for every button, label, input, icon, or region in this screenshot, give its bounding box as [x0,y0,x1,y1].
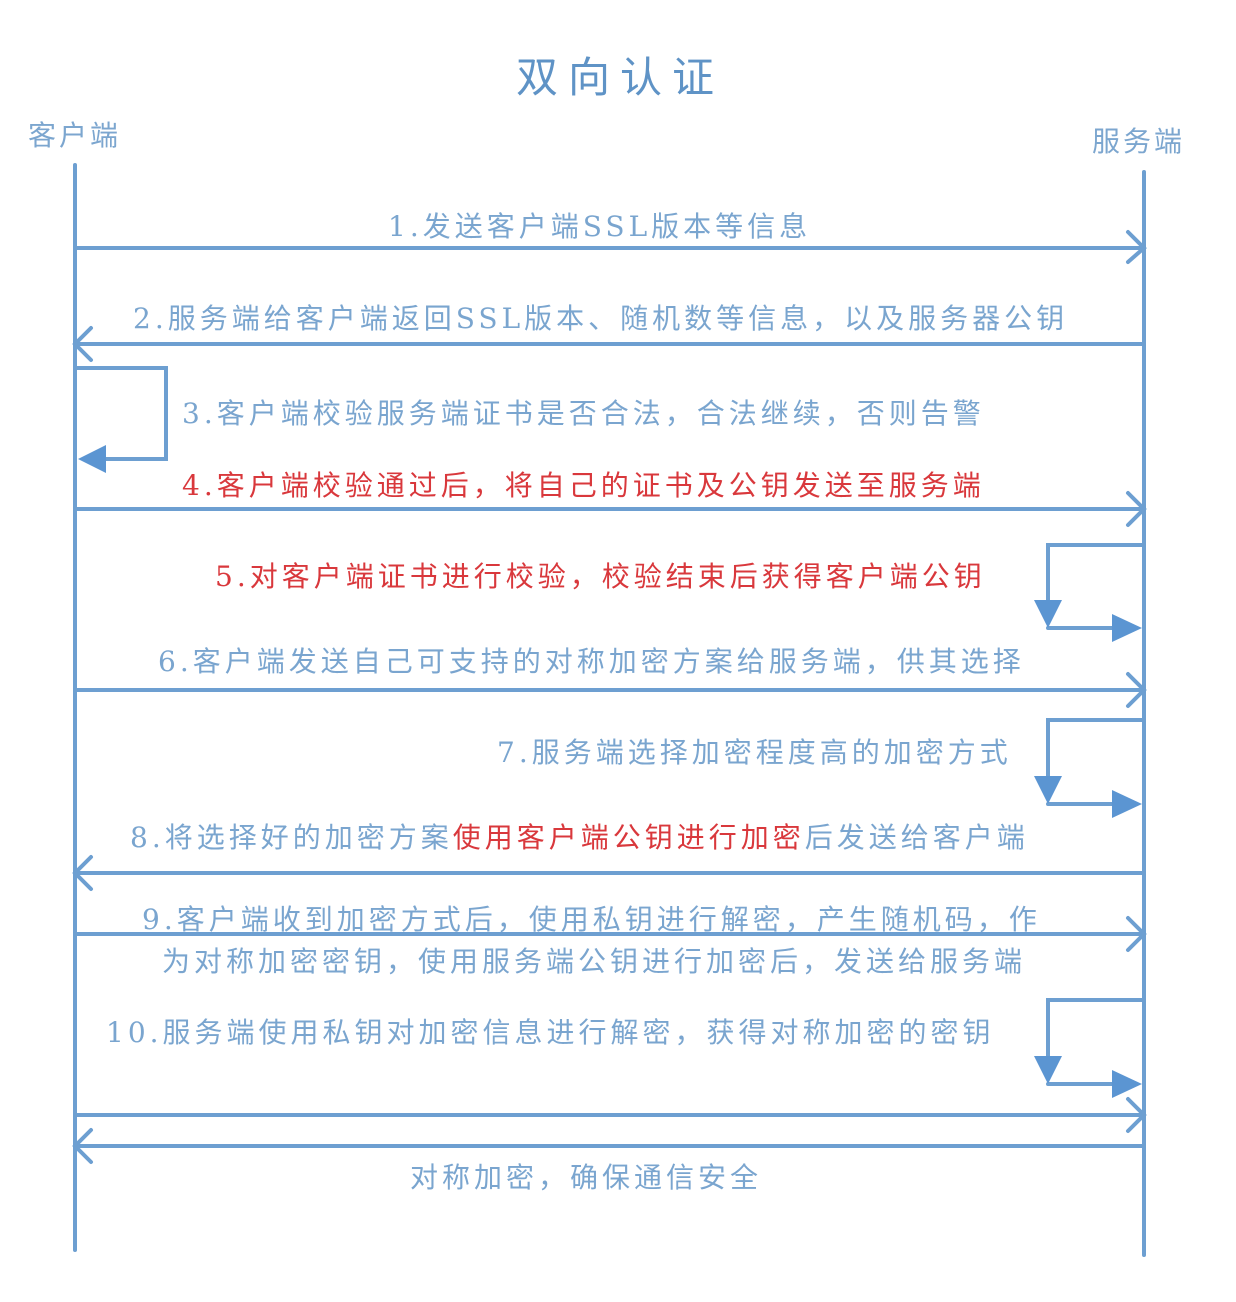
client-actor-label: 客户端 [28,119,122,152]
step-2-label: 2.服务端给客户端返回SSL版本、随机数等信息，以及服务器公钥 [133,302,1069,335]
arrowhead-step-7-down [1034,776,1062,804]
step-1-label: 1.发送客户端SSL版本等信息 [388,210,812,243]
self-loop-step-5 [1046,543,1146,630]
final-label: 对称加密，确保通信安全 [410,1161,763,1194]
step-3-label: 3.客户端校验服务端证书是否合法，合法继续，否则告警 [182,397,985,430]
step-7-label: 7.服务端选择加密程度高的加密方式 [497,736,1012,769]
arrowhead-step-10-right [1112,1070,1142,1098]
arrow-step-9 [73,916,1147,952]
arrowhead-step-10-down [1034,1056,1062,1084]
arrow-step-6 [73,672,1147,708]
self-loop-step-3 [73,366,168,461]
step-9-label-line-2: 为对称加密密钥，使用服务端公钥进行加密后，发送给服务端 [162,945,1027,978]
arrow-step-8 [72,855,1146,891]
arrow-step-1 [73,230,1147,264]
arrowhead-step-7-right [1112,790,1142,818]
arrowhead-step-5-down [1034,600,1062,628]
step-8-part-3: 后发送给客户端 [804,821,1029,854]
arrowhead-step-5-right [1112,614,1142,642]
self-loop-step-7 [1046,718,1146,806]
arrow-final-to-client [72,1128,1146,1164]
step-8-part-1: 8.将选择好的加密方案 [130,821,453,854]
step-10-label: 10.服务端使用私钥对加密信息进行解密，获得对称加密的密钥 [106,1016,995,1049]
arrow-final-to-server [73,1097,1147,1133]
step-8-part-2-highlight: 使用客户端公钥进行加密 [452,821,805,854]
arrow-step-2 [72,326,1146,362]
step-6-label: 6.客户端发送自己可支持的对称加密方案给服务端，供其选择 [158,645,1025,678]
arrowhead-step-3 [78,445,106,473]
step-4-label: 4.客户端校验通过后，将自己的证书及公钥发送至服务端 [182,469,985,502]
step-5-label: 5.对客户端证书进行校验，校验结束后获得客户端公钥 [215,560,986,593]
step-8-label: 8.将选择好的加密方案使用客户端公钥进行加密后发送给客户端 [130,816,1029,856]
step-9-label-line-1: 9.客户端收到加密方式后，使用私钥进行解密，产生随机码，作 [142,903,1041,936]
self-loop-step-10 [1046,998,1146,1086]
server-actor-label: 服务端 [1092,125,1186,158]
arrow-step-4 [73,491,1147,527]
diagram-title: 双向认证 [516,53,725,102]
